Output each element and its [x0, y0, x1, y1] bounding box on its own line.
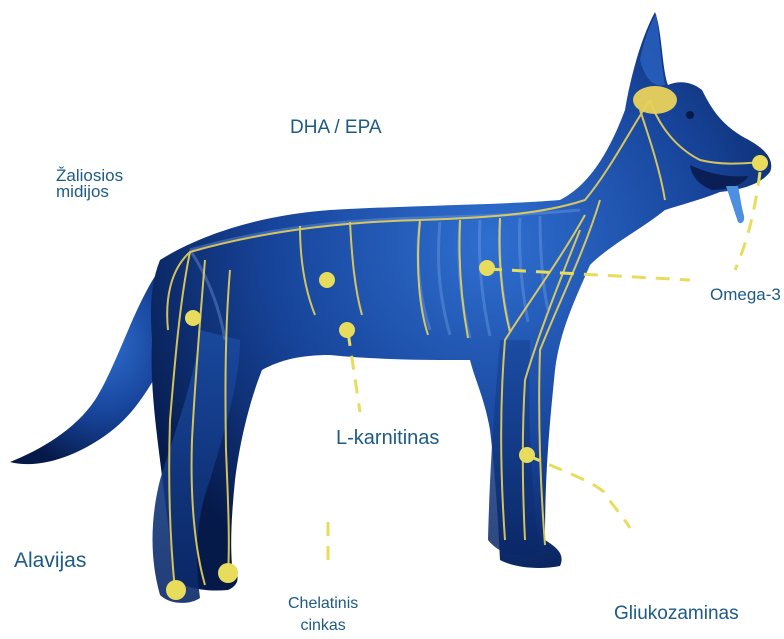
- label-alavijas: Alavijas: [14, 550, 86, 572]
- label-zaliosios-midijos: Žaliosios midijos: [56, 168, 123, 200]
- marker-gliukozaminas: [519, 447, 535, 463]
- dog-eye: [686, 111, 694, 119]
- marker-back: [319, 272, 335, 288]
- marker-paw-rear: [218, 563, 238, 583]
- label-dha-epa: DHA / EPA: [290, 118, 382, 138]
- label-l-karnitinas: L-karnitinas: [336, 428, 439, 449]
- dog-tongue: [726, 186, 744, 223]
- label-gliukozaminas: Gliukozaminas: [614, 604, 739, 624]
- marker-omega3: [479, 260, 495, 276]
- marker-hip: [185, 310, 201, 326]
- label-omega3: Omega-3: [710, 286, 781, 304]
- label-zaliosios-line2: midijos: [56, 184, 123, 200]
- marker-muzzle: [752, 155, 768, 171]
- marker-lkarnitinas: [339, 322, 355, 338]
- marker-paw-front: [166, 580, 186, 600]
- label-chelatinis-line2: cinkas: [288, 615, 358, 637]
- label-chelatinis-cinkas: Chelatinis cinkas: [288, 593, 358, 636]
- dog-brain: [633, 86, 677, 114]
- label-chelatinis-line1: Chelatinis: [288, 593, 358, 615]
